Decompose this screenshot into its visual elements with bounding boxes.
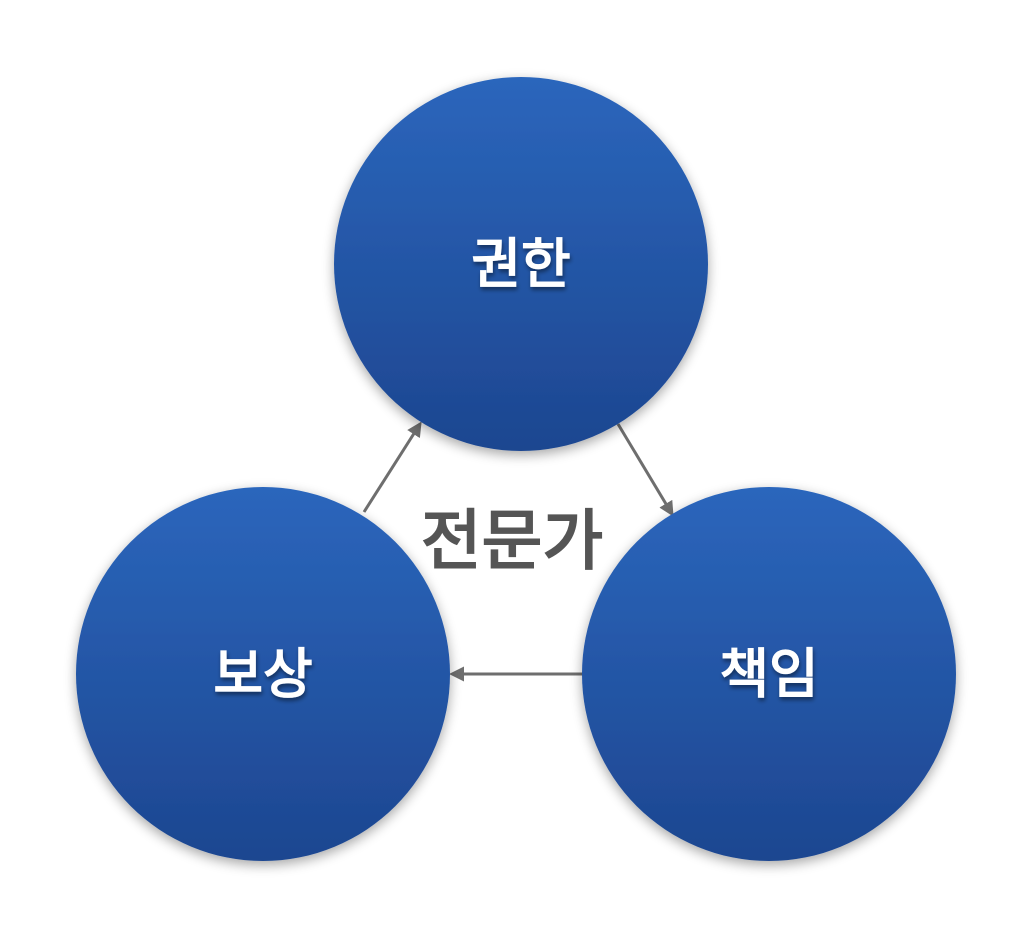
node-reward: 보상: [76, 487, 450, 861]
node-reward-label: 보상: [213, 643, 312, 706]
node-authority-circle: [334, 77, 708, 451]
node-reward-circle: [76, 487, 450, 861]
node-authority-label: 권한: [471, 233, 570, 296]
arrow-reward-to-authority: [362, 421, 422, 513]
node-authority: 권한: [334, 77, 708, 451]
node-responsibility: 책임: [582, 487, 956, 861]
node-responsibility-label: 책임: [719, 643, 818, 706]
center-label: 전문가: [421, 503, 603, 580]
arrow-authority-to-responsibility: [616, 423, 674, 517]
node-responsibility-circle: [582, 487, 956, 861]
